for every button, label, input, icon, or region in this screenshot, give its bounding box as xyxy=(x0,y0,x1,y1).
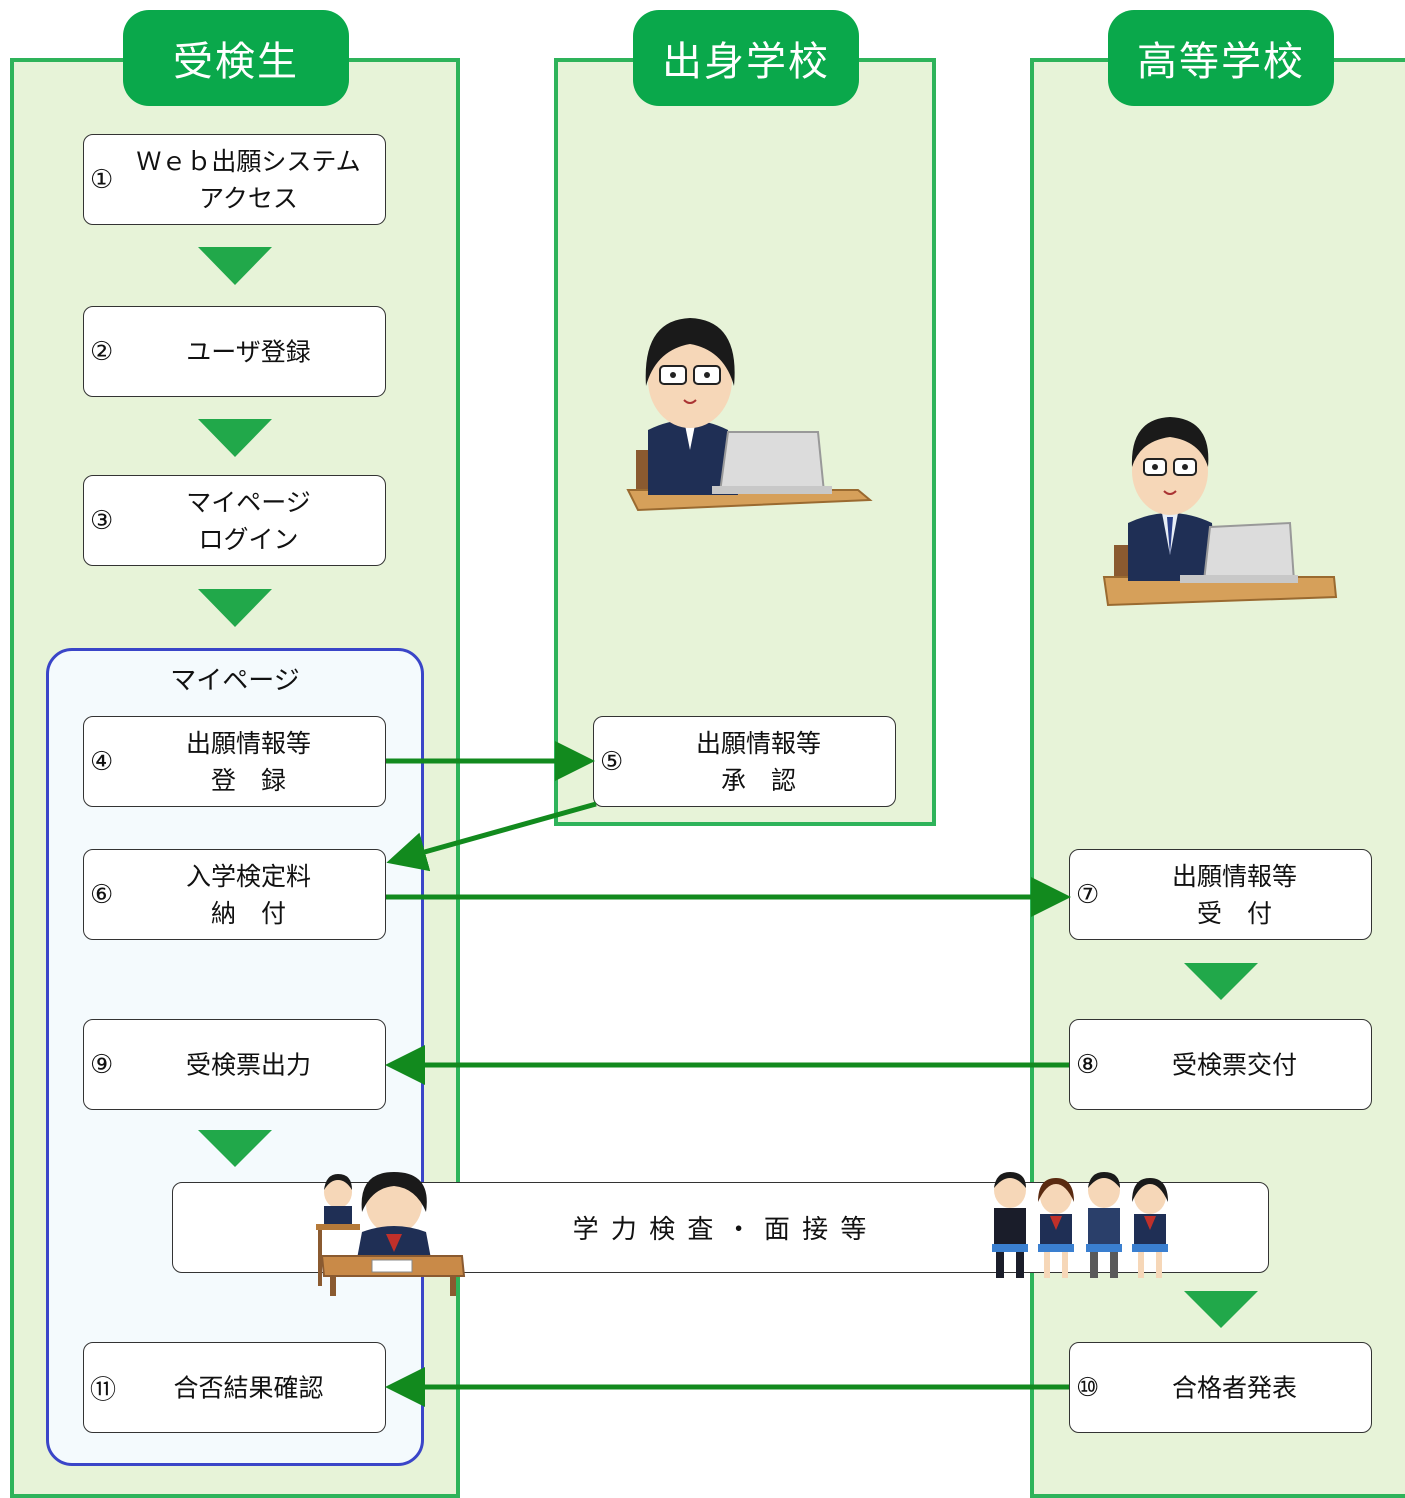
step-label: 受検票出力 xyxy=(185,1050,311,1079)
step-number: ⑨ xyxy=(90,1049,114,1080)
mypage-title: マイページ xyxy=(170,666,300,696)
lane-header-origin-school: 出身学校 xyxy=(633,10,859,106)
step-label: 入学検定料 納 付 xyxy=(185,861,311,928)
down-triangle xyxy=(198,247,272,285)
step-number: ② xyxy=(90,336,114,367)
step-5-application-approval: ⑤ 出願情報等 承 認 xyxy=(593,716,896,807)
step-3-mypage-login: ③ マイページ ログイン xyxy=(83,475,386,566)
step-2-user-registration: ② ユーザ登録 xyxy=(83,306,386,397)
step-10-result-announcement: ⑩ 合格者発表 xyxy=(1069,1342,1372,1433)
teacher-laptop-icon xyxy=(626,318,873,512)
down-triangle xyxy=(198,1130,272,1167)
step-number: ⑩ xyxy=(1076,1372,1100,1403)
step-8-exam-ticket-issue: ⑧ 受検票交付 xyxy=(1069,1019,1372,1110)
down-triangle xyxy=(1184,963,1258,1000)
step-label: 出願情報等 登 録 xyxy=(185,728,311,795)
lane-header-high-school: 高等学校 xyxy=(1108,10,1334,106)
step-9-exam-ticket-print: ⑨ 受検票出力 xyxy=(83,1019,386,1110)
step-label: 合否結果確認 xyxy=(173,1373,324,1402)
step-number: ⑥ xyxy=(90,879,114,910)
step-label: Ｗｅｂ出願システム アクセス xyxy=(136,146,361,213)
step-number: ⑧ xyxy=(1076,1049,1100,1080)
arrow-5-to-6 xyxy=(386,801,597,872)
step-label: 受検票交付 xyxy=(1171,1050,1297,1079)
step-label: ユーザ登録 xyxy=(186,337,311,366)
step-6-fee-payment: ⑥ 入学検定料 納 付 xyxy=(83,849,386,940)
step-label: マイページ ログイン xyxy=(186,487,311,554)
down-triangle xyxy=(1184,1291,1258,1328)
step-number: ⑦ xyxy=(1076,879,1100,910)
students-exam-icon xyxy=(316,1172,466,1296)
exam-label: 学 力 検 査 ・ 面 接 等 xyxy=(572,1215,869,1245)
down-triangle xyxy=(198,419,272,457)
step-label: 出願情報等 受 付 xyxy=(1171,861,1297,928)
step-number: ⑪ xyxy=(90,1375,117,1405)
step-number: ① xyxy=(90,164,114,195)
step-number: ④ xyxy=(90,746,114,777)
step-label: 合格者発表 xyxy=(1171,1373,1297,1402)
step-7-application-receipt: ⑦ 出願情報等 受 付 xyxy=(1069,849,1372,940)
down-triangle xyxy=(198,589,272,627)
lane-header-student: 受検生 xyxy=(123,10,349,106)
step-number: ③ xyxy=(90,505,114,536)
step-1-web-access: ① Ｗｅｂ出願システム アクセス xyxy=(83,134,386,225)
step-label: 出願情報等 承 認 xyxy=(695,728,821,795)
step-4-application-registration: ④ 出願情報等 登 録 xyxy=(83,716,386,807)
teacher-laptop-icon xyxy=(1102,417,1338,607)
students-interview-icon xyxy=(992,1172,1168,1278)
step-number: ⑤ xyxy=(600,746,624,777)
